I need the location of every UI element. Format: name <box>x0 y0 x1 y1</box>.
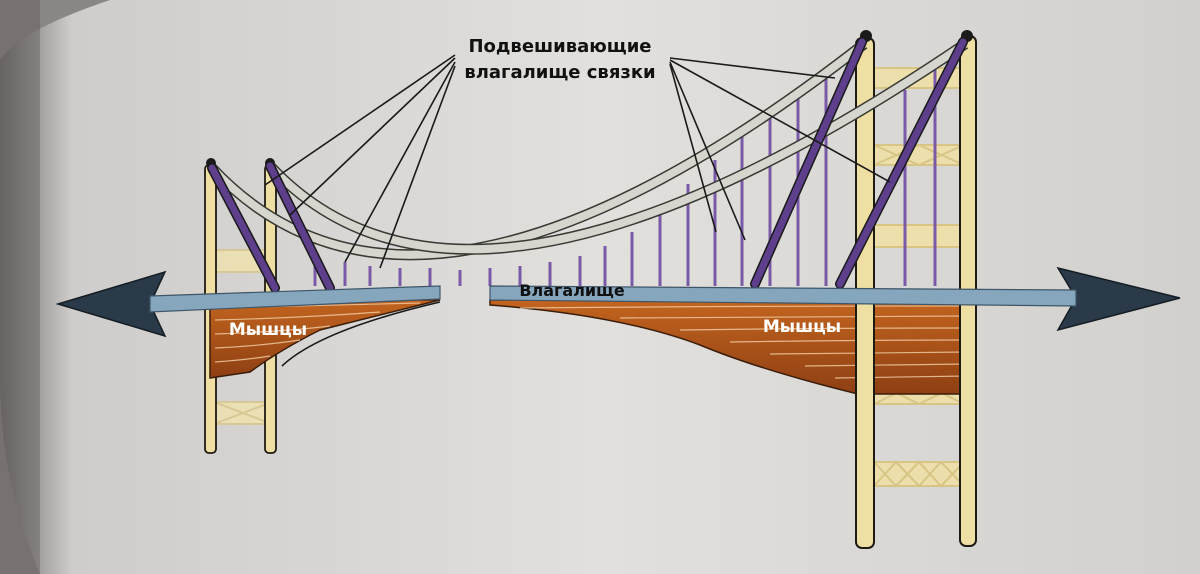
deck-left-segment <box>149 285 441 313</box>
paper-left-shadow <box>0 0 40 574</box>
ligaments-label-line1: Подвешивающие <box>468 36 651 57</box>
muscles-label-left: Мышцы <box>229 320 307 340</box>
deck-right-segment <box>489 285 1077 307</box>
ligaments-label-line2: влагалище связки <box>464 62 655 83</box>
ligament-leader-lines <box>264 54 891 269</box>
vagina-deck-arrow <box>55 266 1181 338</box>
vagina-label: Влагалище <box>519 281 624 300</box>
right-muscle <box>489 297 971 395</box>
muscles-label-right: Мышцы <box>763 317 841 337</box>
diagonal-struts <box>207 37 968 293</box>
